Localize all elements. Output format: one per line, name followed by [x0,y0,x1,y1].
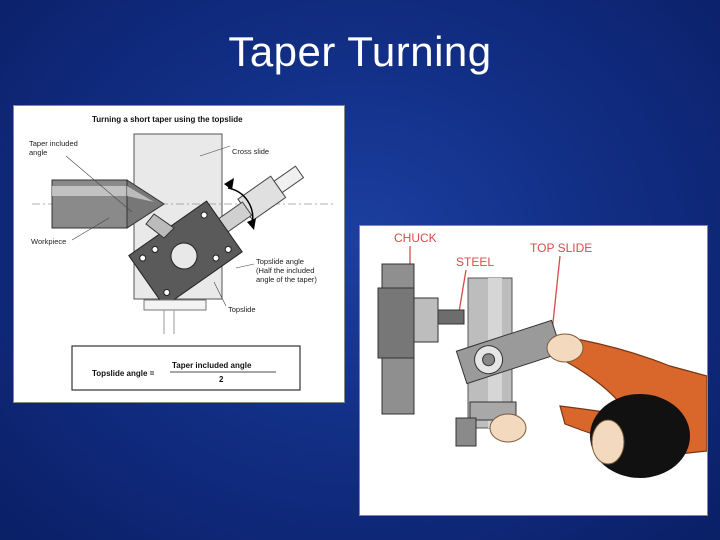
label-chuck: CHUCK [394,231,437,245]
operator-face [592,420,624,464]
leader-topslide-angle [236,264,254,268]
label-taper-included-2: angle [29,148,47,157]
formula-numerator: Taper included angle [172,361,252,370]
cross-slide-handle [456,418,476,446]
label-top-slide: TOP SLIDE [530,241,592,255]
operator-hand-left [490,414,526,442]
slide-title: Taper Turning [0,28,720,76]
steel-workpiece [438,310,464,324]
topslide-handle [215,161,307,236]
formula-denominator: 2 [219,375,224,384]
label-taper-included-1: Taper included [29,139,78,148]
lower-slide-bar [144,300,206,310]
label-steel: STEEL [456,255,494,269]
label-topslide-angle-3: angle of the taper) [256,275,317,284]
label-topslide-angle-2: (Half the included [256,266,314,275]
label-topslide: Topslide [228,305,256,314]
operator-hand-right [547,334,583,362]
formula-lhs: Topslide angle = [92,369,155,378]
lower-slide-stem [164,310,174,334]
topslide-diagram-svg: Turning a short taper using the topslide [14,106,344,402]
label-cross-slide: Cross slide [232,147,269,156]
leader-top-slide [552,256,560,332]
lathe-illustration-svg: CHUCK STEEL TOP SLIDE [360,226,707,515]
diagram-heading: Turning a short taper using the topslide [92,115,243,124]
angle-arrow-head [247,218,256,230]
topslide-taper-diagram: Turning a short taper using the topslide [13,105,345,403]
label-topslide-angle-1: Topslide angle [256,257,304,266]
label-workpiece: Workpiece [31,237,66,246]
chuck-body [378,288,414,358]
lathe-operator-illustration: CHUCK STEEL TOP SLIDE [359,225,708,516]
chuck-jaws [414,298,438,342]
